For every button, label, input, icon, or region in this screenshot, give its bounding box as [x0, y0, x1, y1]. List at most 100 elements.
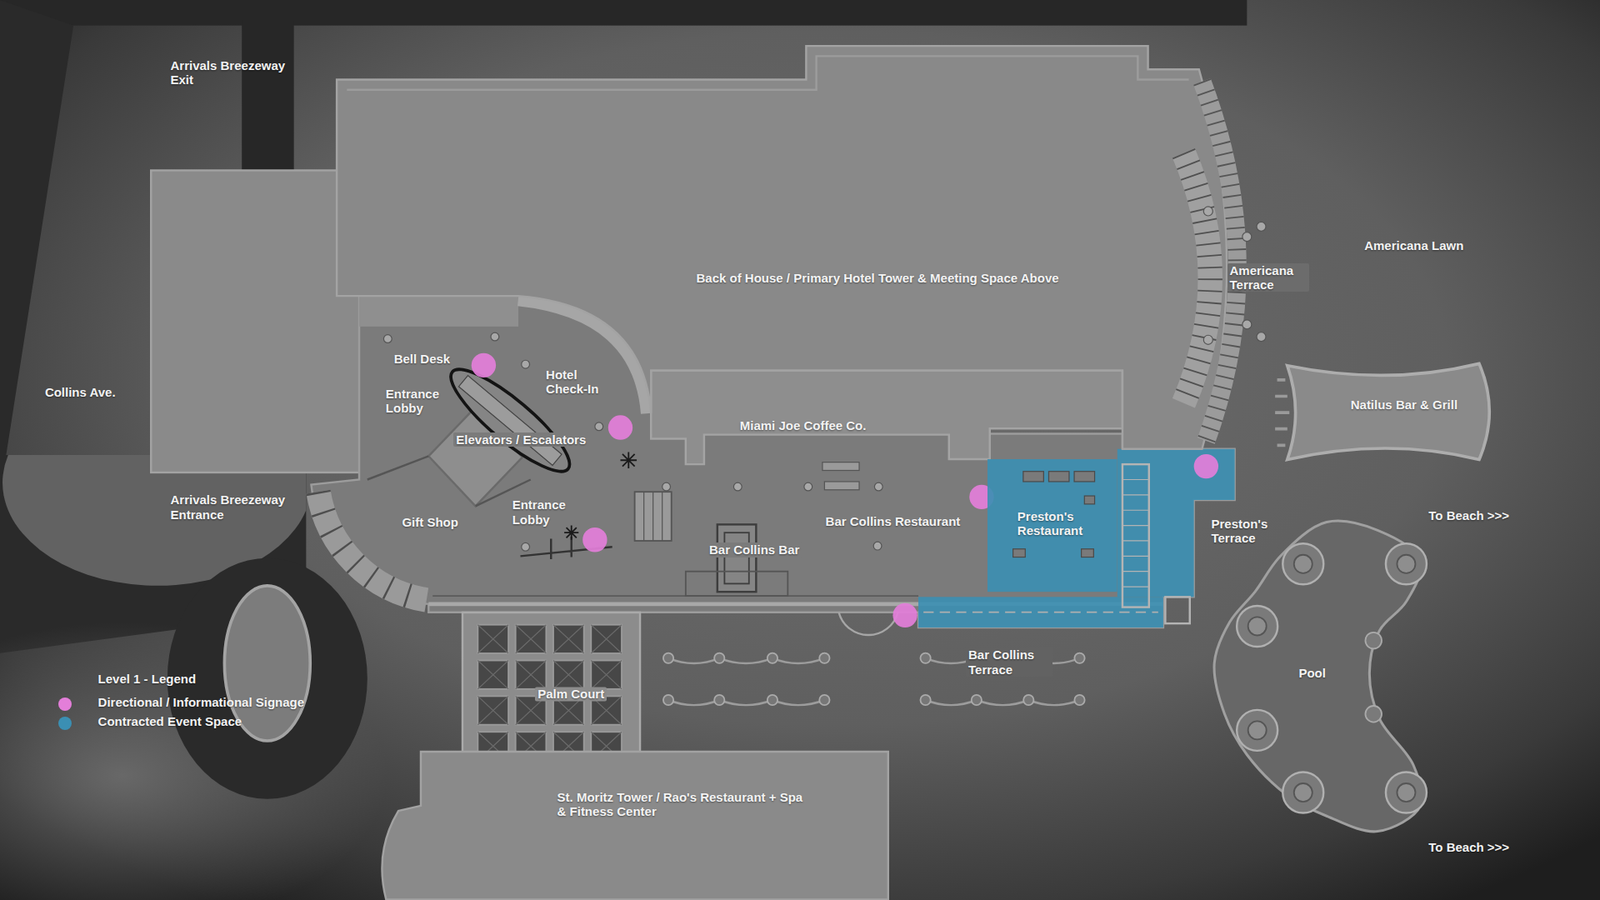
column [662, 482, 671, 491]
courtyard [462, 612, 640, 768]
pool-cabana [1248, 617, 1267, 636]
column [873, 541, 882, 550]
pool-area: Pool [1204, 515, 1435, 844]
pool-cabana [1236, 710, 1278, 751]
lobby-floor [432, 595, 919, 597]
legend-text: Contracted Event Space [98, 714, 243, 729]
terrace-lamps [920, 695, 930, 705]
node-outline [331, 40, 1271, 460]
legend-text: Directional / Informational Signage [98, 695, 305, 710]
planter [515, 660, 546, 689]
signage-marker [471, 353, 496, 378]
area-name: Back of House / Primary Hotel Tower & Me… [695, 271, 1059, 286]
lobby-floor [359, 295, 519, 327]
planter [553, 660, 585, 689]
terrace-lamps [819, 695, 830, 705]
column [490, 332, 500, 341]
terrace-lamps [663, 695, 674, 705]
courtyard-area: Palm Court [462, 612, 640, 768]
bar-area: Natilus Bar & Grill [1270, 357, 1497, 466]
post [1242, 320, 1252, 330]
bar-counter [685, 524, 788, 596]
signage-marker [582, 527, 607, 552]
plant [620, 451, 637, 469]
planter [590, 660, 622, 689]
pool-cabana [1396, 555, 1415, 574]
building-area: Back of House / Primary Hotel Tower & Me… [331, 40, 1271, 460]
table [1049, 471, 1070, 482]
table [1081, 549, 1095, 558]
planter [477, 624, 509, 653]
pool-cabana [1385, 772, 1427, 814]
pool-fountain [1365, 632, 1382, 650]
table [1023, 471, 1044, 482]
terrace-lamps [839, 612, 899, 635]
post [1256, 221, 1266, 231]
place-label: Preston's Terrace [1210, 516, 1280, 546]
table [822, 462, 860, 490]
terrace-lamps [767, 695, 778, 705]
parking-building [150, 170, 368, 472]
column [521, 542, 530, 551]
terrace-stairs [1183, 153, 1210, 404]
pool-cabana [1294, 555, 1313, 574]
terrace-lamps [1074, 695, 1085, 705]
pool-fountain [1365, 705, 1382, 723]
planter [515, 660, 546, 689]
event-space-fill [987, 459, 1117, 592]
place-label: To Beach >>> [1428, 508, 1510, 523]
gift-shop-steps [318, 491, 427, 600]
place-label: Entrance Lobby [512, 497, 580, 527]
elevator-core [367, 455, 531, 506]
terrace-lamps [1023, 695, 1034, 705]
terrace-lamps [1074, 653, 1085, 664]
event-space [1117, 449, 1235, 500]
area-name: St. Moritz Tower / Rao's Restaurant + Sp… [557, 790, 808, 820]
plant [564, 451, 637, 540]
place-label: Collins Ave. [45, 385, 116, 400]
place-label: Gift Shop [401, 515, 459, 530]
terrace-lamps [714, 653, 725, 664]
column [733, 482, 742, 491]
table [1013, 549, 1026, 558]
area-name: Preston's Restaurant [1017, 509, 1105, 539]
post [1256, 332, 1266, 342]
terrace-lamps [767, 653, 778, 664]
column [595, 422, 604, 431]
coffee-shop-block [650, 370, 1123, 465]
pool-cabana [1282, 772, 1324, 814]
planter [477, 624, 509, 653]
tower-building [381, 751, 888, 900]
place-label: Bell Desk [394, 351, 451, 366]
place-label: Entrance Lobby [385, 386, 453, 416]
terrace-lamps [714, 695, 725, 705]
legend-swatch [58, 716, 72, 730]
hotel-tower [336, 45, 1227, 450]
drive-loop [167, 558, 368, 800]
building-area: St. Moritz Tower / Rao's Restaurant + Sp… [380, 751, 890, 900]
bar-steps [1275, 379, 1290, 445]
planter [553, 624, 585, 653]
gift-shop-steps [318, 491, 427, 600]
area-name: Palm Court [535, 686, 607, 701]
legend-swatch [58, 697, 72, 711]
pool-cabana [1248, 721, 1267, 740]
road [241, 20, 294, 174]
place-label: Americana Lawn [1364, 238, 1464, 253]
area-name: Natilus Bar & Grill [1350, 397, 1458, 412]
pool-cabana [1385, 544, 1427, 585]
event-space [1117, 500, 1195, 597]
place-label: Elevators / Escalators [453, 432, 589, 447]
table [1074, 471, 1095, 482]
post [1203, 206, 1213, 216]
road [0, 0, 1247, 654]
table [822, 462, 860, 471]
place-label: Level 1 - Legend [98, 671, 197, 686]
signage-marker [892, 603, 917, 628]
bar-pavilion [1287, 363, 1490, 460]
planter [515, 624, 546, 653]
terrace-lamps [971, 695, 982, 705]
